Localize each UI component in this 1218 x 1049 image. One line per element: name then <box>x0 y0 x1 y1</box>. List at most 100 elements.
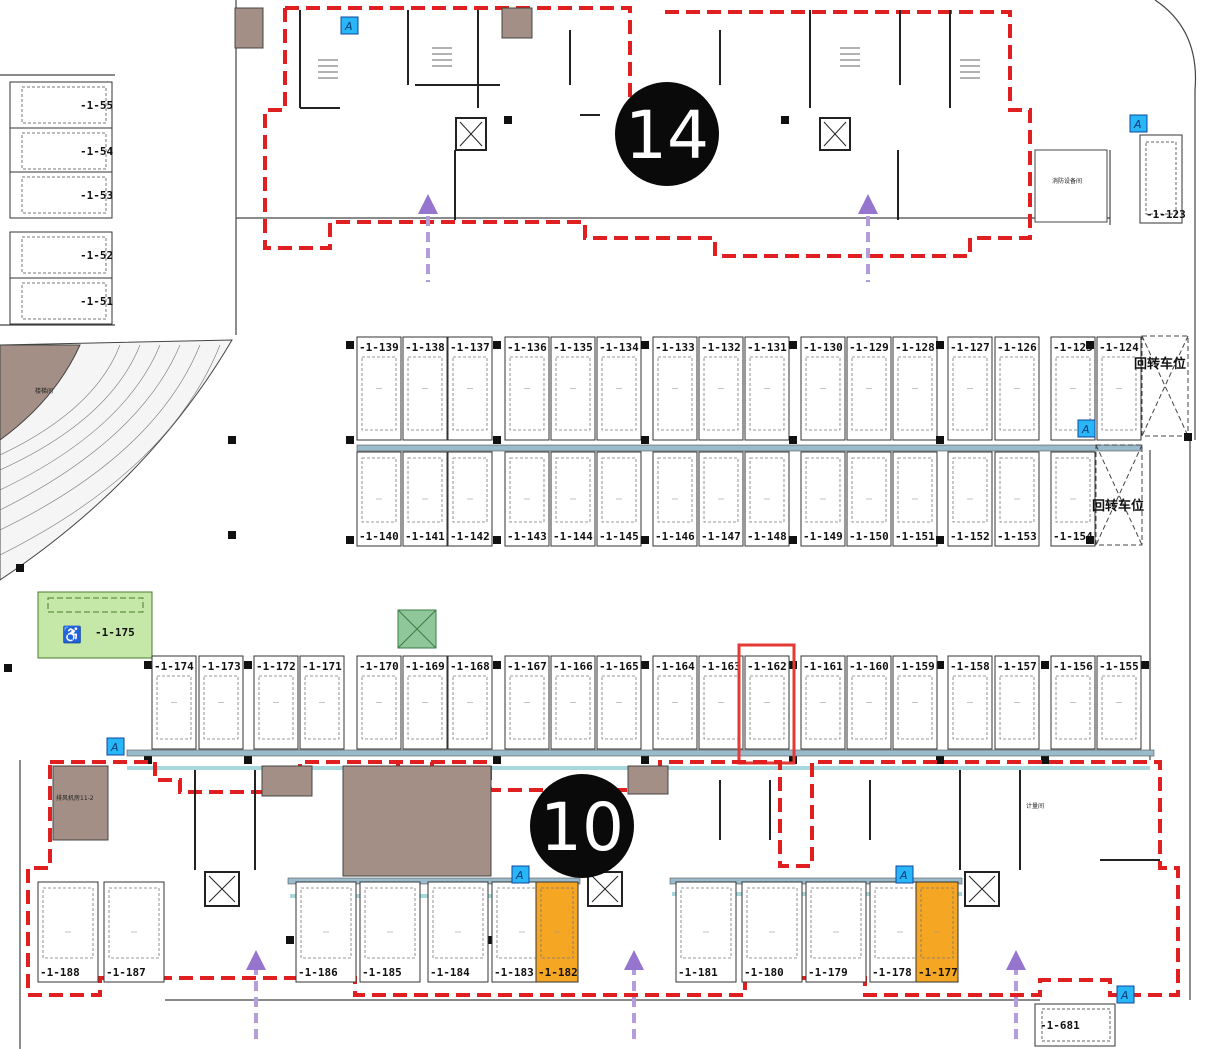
parking-slot[interactable]: -1-153 <box>994 451 1040 547</box>
parking-slot[interactable]: -1-168 <box>447 655 493 750</box>
turnaround-area-upper[interactable]: 回转车位 <box>1134 335 1189 437</box>
slot-label: -1-156 <box>1053 660 1093 673</box>
parking-slot[interactable]: -1-170 <box>356 655 402 750</box>
slot-label: -1-151 <box>895 530 935 543</box>
parking-slot[interactable]: -1-186 <box>295 881 357 983</box>
parking-slot[interactable]: -1-124 <box>1096 336 1142 441</box>
parking-slot[interactable]: -1-166 <box>550 655 596 750</box>
parking-slot[interactable]: -1-139 <box>356 336 402 441</box>
column <box>1041 756 1049 764</box>
column <box>789 341 797 349</box>
parking-slot[interactable]: -1-141 <box>402 451 448 547</box>
slot-label: -1-132 <box>701 341 741 354</box>
column <box>641 536 649 544</box>
parking-slot[interactable]: -1-177 <box>915 881 959 983</box>
parking-slot[interactable]: -1-126 <box>994 336 1040 441</box>
parking-slot[interactable]: -1-135 <box>550 336 596 441</box>
parking-slot[interactable]: -1-142 <box>447 451 493 547</box>
building-10-walls <box>194 770 1160 870</box>
parking-slot[interactable]: -1-187 <box>103 881 165 983</box>
parking-slot[interactable]: -1-138 <box>402 336 448 441</box>
parking-slot[interactable]: -1-185 <box>359 881 421 983</box>
parking-slot[interactable]: -1-131 <box>744 336 790 441</box>
accessible-letter: A <box>899 869 908 882</box>
slot-label: -1-154 <box>1053 530 1093 543</box>
slot-681[interactable]: -1-681 <box>1034 1003 1116 1047</box>
parking-slot[interactable]: -1-134 <box>596 336 642 441</box>
slot-label: -1-134 <box>599 341 639 354</box>
parking-slot[interactable]: -1-150 <box>846 451 892 547</box>
parking-slot[interactable]: -1-182 <box>535 881 579 983</box>
parking-slot[interactable]: -1-173 <box>198 655 244 750</box>
parking-slot[interactable]: -1-161 <box>800 655 846 750</box>
slot-label: -1-155 <box>1099 660 1139 673</box>
parking-slot[interactable]: -1-146 <box>652 451 698 547</box>
entrance-arrows-10 <box>246 950 1026 1042</box>
parking-slot[interactable]: -1-145 <box>596 451 642 547</box>
slot-label: -1-172 <box>256 660 296 673</box>
parking-slot[interactable]: -1-53 <box>9 171 113 219</box>
parking-slot[interactable]: -1-140 <box>356 451 402 547</box>
parking-slot[interactable]: -1-149 <box>800 451 846 547</box>
parking-slot[interactable]: -1-154 <box>1050 451 1096 547</box>
slot-175[interactable]: -1-175 ♿ <box>37 591 153 659</box>
parking-slot[interactable]: -1-165 <box>596 655 642 750</box>
parking-slot[interactable]: -1-128 <box>892 336 938 441</box>
parking-slot[interactable]: -1-136 <box>504 336 550 441</box>
parking-slot[interactable]: -1-147 <box>698 451 744 547</box>
slot-label: -1-135 <box>553 341 593 354</box>
parking-slot[interactable]: -1-158 <box>947 655 993 750</box>
left-slot-column: -1-55-1-54-1-53 -1-52 -1-51 <box>9 81 113 325</box>
parking-slot[interactable]: -1-148 <box>744 451 790 547</box>
slot-label: -1-158 <box>950 660 990 673</box>
slot-label: -1-140 <box>359 530 399 543</box>
parking-slot[interactable]: -1-152 <box>947 451 993 547</box>
column <box>641 756 649 764</box>
slot-label: -1-184 <box>430 966 470 979</box>
parking-slot[interactable]: -1-156 <box>1050 655 1096 750</box>
parking-slot[interactable]: -1-130 <box>800 336 846 441</box>
parking-slot[interactable]: -1-159 <box>892 655 938 750</box>
parking-slot[interactable]: -1-55 <box>9 81 113 129</box>
slot-label: -1-51 <box>80 295 113 308</box>
slot-123[interactable]: -1-123 <box>1139 134 1186 224</box>
slot-label: -1-124 <box>1099 341 1139 354</box>
parking-slot[interactable]: -1-132 <box>698 336 744 441</box>
parking-slot[interactable]: -1-172 <box>253 655 299 750</box>
parking-slot[interactable]: -1-157 <box>994 655 1040 750</box>
parking-slot[interactable]: -1-188 <box>37 881 99 983</box>
parking-slot[interactable]: -1-51 <box>9 277 113 325</box>
parking-slot[interactable]: -1-137 <box>447 336 493 441</box>
parking-slot[interactable]: -1-143 <box>504 451 550 547</box>
parking-slot[interactable]: -1-181 <box>675 881 737 983</box>
parking-slot[interactable]: -1-169 <box>402 655 448 750</box>
parking-slot[interactable]: -1-171 <box>299 655 345 750</box>
parking-slot[interactable]: -1-184 <box>427 881 489 983</box>
parking-slot[interactable]: -1-151 <box>892 451 938 547</box>
slot-label: -1-126 <box>997 341 1037 354</box>
parking-slot[interactable]: -1-163 <box>698 655 744 750</box>
column <box>228 531 236 539</box>
parking-slot[interactable]: -1-179 <box>805 881 867 983</box>
slot-label: -1-167 <box>507 660 547 673</box>
column <box>936 341 944 349</box>
parking-slot[interactable]: -1-167 <box>504 655 550 750</box>
turnaround-area-lower[interactable]: 回转车位 <box>1092 444 1144 546</box>
parking-slot[interactable]: -1-162 <box>744 655 790 750</box>
building-14-boundary <box>263 6 1032 258</box>
slot-label: -1-136 <box>507 341 547 354</box>
parking-slot[interactable]: -1-133 <box>652 336 698 441</box>
slot-label: -1-168 <box>450 660 490 673</box>
column <box>789 536 797 544</box>
parking-slot[interactable]: -1-54 <box>9 127 113 175</box>
parking-slot[interactable]: -1-129 <box>846 336 892 441</box>
slot-label: -1-170 <box>359 660 399 673</box>
parking-slot[interactable]: -1-144 <box>550 451 596 547</box>
parking-slot[interactable]: -1-155 <box>1096 655 1142 750</box>
parking-slot[interactable]: -1-164 <box>652 655 698 750</box>
parking-slot[interactable]: -1-52 <box>9 231 113 279</box>
parking-slot[interactable]: -1-180 <box>741 881 803 983</box>
parking-slot[interactable]: -1-127 <box>947 336 993 441</box>
parking-slot[interactable]: -1-160 <box>846 655 892 750</box>
parking-slot[interactable]: -1-174 <box>151 655 197 750</box>
